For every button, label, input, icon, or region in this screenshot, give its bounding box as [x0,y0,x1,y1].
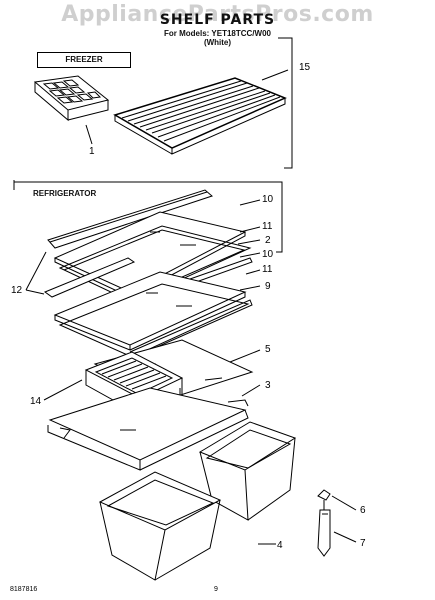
callout-12: 12 [11,285,23,296]
leader-12a [25,251,47,291]
watermark: AppliancePartsPros.com [61,2,374,27]
callout-14: 14 [30,396,42,407]
callout-11: 11 [262,221,273,232]
callout-11b: 11 [262,264,273,275]
leader-11a [239,226,261,233]
crisper-frame-part [47,387,249,471]
callout-7: 7 [360,538,366,549]
leader-6 [331,495,357,511]
callout-5: 5 [265,344,271,355]
leader-3 [241,384,261,397]
doc-number: 8187816 [10,586,37,593]
leader-9 [239,285,261,291]
crisper-bin-right-part [198,421,297,521]
shelf-trim-upper-part [47,189,213,249]
callout-10: 10 [262,194,274,205]
callout-2: 2 [265,235,271,246]
callout-15: 15 [299,62,311,73]
leader-5 [229,349,261,363]
model-line: For Models: YET18TCC/W00 [164,29,271,38]
ice-tray-part [33,75,110,122]
leader-11b [245,269,261,275]
callout-1: 1 [89,146,95,157]
model-subtitle: For Models: YET18TCC/W00 (White) [0,29,435,47]
glass-shelf-lower-part [53,271,253,359]
page-title: SHELF PARTS [159,12,276,28]
color-line: (White) [203,38,232,47]
crisper-bin-left-part [98,471,222,581]
callout-4: 4 [277,540,283,551]
leader-2 [237,239,261,245]
shelf-stop-part [317,489,331,510]
leader-15 [261,69,289,81]
leader-10a [239,199,261,206]
leader-14 [43,379,83,401]
callout-3: 3 [265,380,271,391]
leader-7 [333,531,357,543]
fridge-bracket-right [14,181,283,253]
refrigerator-section-label: REFRIGERATOR [33,189,97,198]
callout-10b: 10 [262,249,274,260]
callout-9: 9 [265,281,271,292]
leader-12b [25,289,45,295]
freezer-section-label: FREEZER [37,52,131,68]
callout-6: 6 [360,505,366,516]
leader-1 [85,124,93,145]
freezer-bracket [278,37,293,169]
meat-pan-part [84,351,184,425]
leader-10b [239,252,261,258]
support-post-part [317,509,331,557]
page-number: 9 [214,586,218,593]
freezer-wire-shelf-part [113,77,287,155]
